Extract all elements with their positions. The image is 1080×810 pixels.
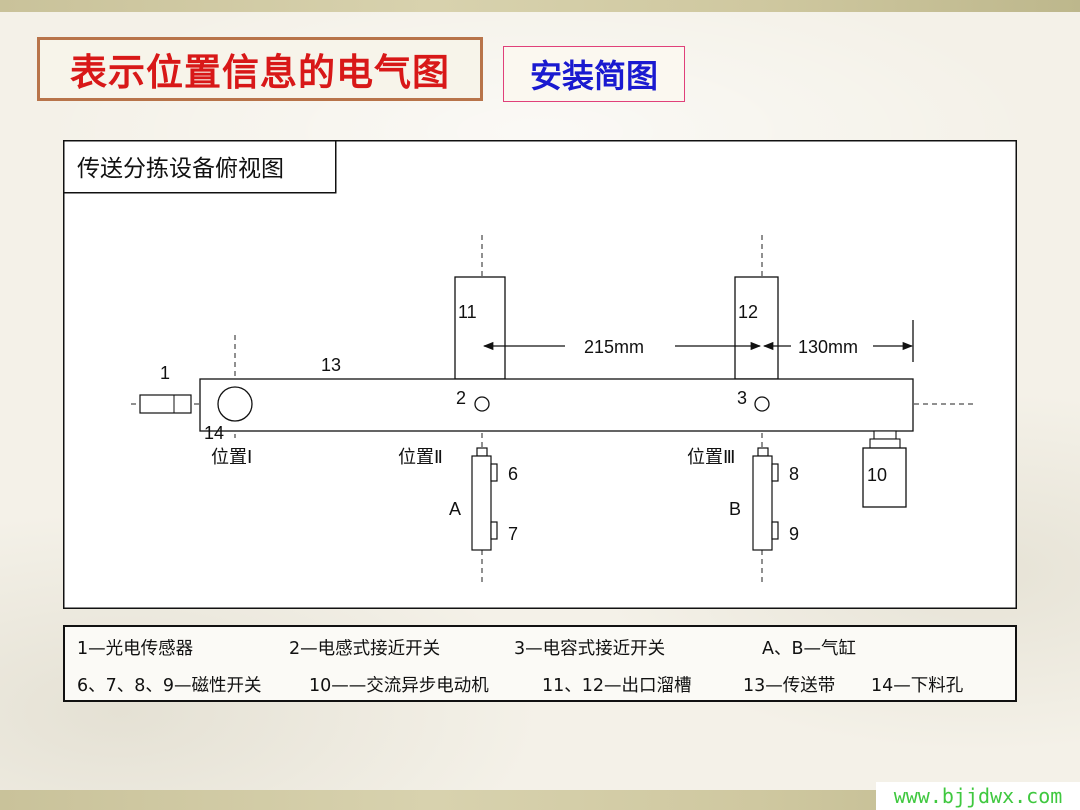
label-mag-7: 7 <box>508 524 518 544</box>
legend-item-ab: A、B—气缸 <box>762 639 856 659</box>
motor-coupling <box>869 438 901 449</box>
dim-215-label: 215mm <box>584 337 644 357</box>
page-subtitle: 安装简图 <box>529 57 658 95</box>
dim-130-label: 130mm <box>798 337 858 357</box>
title-box: 表示位置信息的电气图 <box>37 37 483 101</box>
label-cylinder-a: A <box>449 499 461 519</box>
legend-item-10: 10——交流异步电动机 <box>309 676 489 696</box>
conveyor-belt <box>199 378 914 432</box>
cylinder-b <box>752 447 779 551</box>
legend-item-3: 3—电容式接近开关 <box>514 639 666 659</box>
inductive-switch <box>474 396 490 412</box>
motor-shaft <box>873 430 897 440</box>
label-hole: 14 <box>204 423 224 443</box>
photo-sensor <box>139 394 192 414</box>
label-mag-8: 8 <box>789 464 799 484</box>
legend-item-13: 13—传送带 <box>743 676 836 696</box>
label-conveyor: 13 <box>321 355 341 375</box>
bottom-decor-band <box>0 790 1080 810</box>
page-title: 表示位置信息的电气图 <box>70 50 450 94</box>
label-mag-9: 9 <box>789 524 799 544</box>
label-position-3: 位置Ⅲ <box>687 447 735 467</box>
subtitle-box: 安装简图 <box>503 46 685 102</box>
diagram-frame <box>63 140 1017 609</box>
label-position-2: 位置Ⅱ <box>398 447 443 467</box>
capacitive-switch <box>754 396 770 412</box>
installation-diagram: 传送分拣设备俯视图 11 12 13 1 14 2 3 215mm 130mm … <box>63 140 1017 609</box>
dimension-130 <box>762 320 914 362</box>
label-mag-6: 6 <box>508 464 518 484</box>
label-switch-2: 2 <box>456 388 466 408</box>
label-motor: 10 <box>867 465 887 485</box>
legend-item-6789: 6、7、8、9—磁性开关 <box>77 676 262 696</box>
label-sensor: 1 <box>160 363 170 383</box>
legend-item-11-12: 11、12—出口溜槽 <box>542 676 692 696</box>
legend-item-1: 1—光电传感器 <box>77 639 194 659</box>
label-cylinder-b: B <box>729 499 741 519</box>
feed-hole <box>217 386 253 422</box>
label-chute-11: 11 <box>458 302 477 322</box>
motor-body <box>862 447 907 508</box>
label-chute-12: 12 <box>738 302 758 322</box>
panel-title-tab <box>63 140 337 194</box>
exit-chute-12 <box>734 276 779 380</box>
panel-title: 传送分拣设备俯视图 <box>77 156 284 182</box>
label-switch-3: 3 <box>737 388 747 408</box>
legend-box: 1—光电传感器 2—电感式接近开关 3—电容式接近开关 A、B—气缸 6、7、8… <box>63 625 1017 702</box>
top-decor-band <box>0 0 1080 12</box>
exit-chute-11 <box>454 276 506 380</box>
legend-item-2: 2—电感式接近开关 <box>289 639 441 659</box>
cylinder-a <box>471 447 498 551</box>
label-position-1: 位置Ⅰ <box>211 447 252 467</box>
legend-item-14: 14—下料孔 <box>871 676 964 696</box>
site-watermark: www.bjjdwx.com <box>876 782 1080 810</box>
